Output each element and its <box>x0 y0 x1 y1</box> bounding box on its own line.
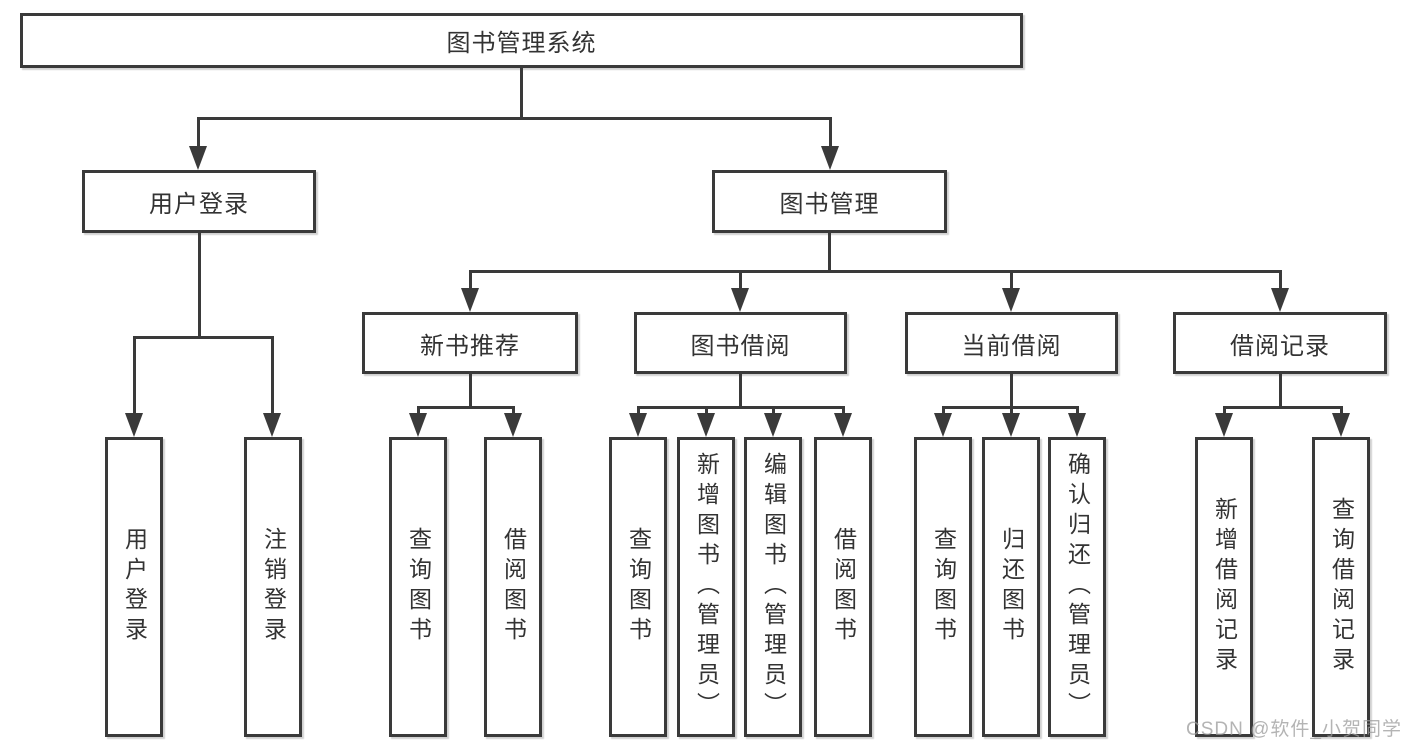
connector-line <box>739 270 742 290</box>
leaf-label: 查询图书 <box>405 527 432 647</box>
leaf-label: 新增图书（管理员） <box>693 452 720 722</box>
leaf-label: 新增借阅记录 <box>1211 497 1238 677</box>
connector-line <box>1223 406 1226 415</box>
leaf-label: 注销登录 <box>260 527 287 647</box>
leaf-label: 查询图书 <box>930 527 957 647</box>
connector-line <box>417 406 515 409</box>
connector-line <box>842 406 845 415</box>
connector-line <box>739 374 742 409</box>
connector-line <box>1010 406 1013 415</box>
arrow-down-icon <box>934 413 952 437</box>
leaf-label: 归还图书 <box>998 527 1025 647</box>
leaf-add-books-admin: 新增图书（管理员） <box>677 437 735 737</box>
leaf-label: 查询借阅记录 <box>1328 497 1355 677</box>
arrow-down-icon <box>764 413 782 437</box>
node-borrowing-records: 借阅记录 <box>1173 312 1387 374</box>
arrow-down-icon <box>834 413 852 437</box>
leaf-query-books-borrowing: 查询图书 <box>609 437 667 737</box>
arrow-down-icon <box>263 413 281 437</box>
connector-line <box>197 117 832 120</box>
connector-line <box>1279 374 1282 409</box>
node-current-borrowing: 当前借阅 <box>905 312 1118 374</box>
arrow-down-icon <box>821 146 839 170</box>
connector-line <box>705 406 708 415</box>
connector-line <box>1076 406 1079 415</box>
connector-line <box>1223 406 1343 409</box>
node-new-book-recommendation: 新书推荐 <box>362 312 578 374</box>
leaf-label: 编辑图书（管理员） <box>760 452 787 722</box>
csdn-watermark: CSDN @软件_小贺同学 <box>1186 719 1402 740</box>
node-book-management: 图书管理 <box>712 170 947 233</box>
leaf-query-borrow-record: 查询借阅记录 <box>1312 437 1370 737</box>
leaf-query-books-recommend: 查询图书 <box>389 437 447 737</box>
connector-line <box>637 406 845 409</box>
leaf-return-books: 归还图书 <box>982 437 1040 737</box>
connector-line <box>469 270 1282 273</box>
connector-line <box>637 406 640 415</box>
leaf-add-borrow-record: 新增借阅记录 <box>1195 437 1253 737</box>
arrow-down-icon <box>409 413 427 437</box>
connector-line <box>1279 270 1282 290</box>
arrow-down-icon <box>125 413 143 437</box>
leaf-label: 查询图书 <box>625 527 652 647</box>
connector-line <box>133 336 136 413</box>
connector-line <box>469 270 472 290</box>
connector-line <box>1010 374 1013 409</box>
leaf-logout: 注销登录 <box>244 437 302 737</box>
node-library-system: 图书管理系统 <box>20 13 1023 68</box>
connector-line <box>1340 406 1343 415</box>
leaf-label: 借阅图书 <box>830 527 857 647</box>
leaf-confirm-return-admin: 确认归还（管理员） <box>1048 437 1106 737</box>
connector-line <box>469 374 472 409</box>
connector-line <box>942 406 945 415</box>
connector-line <box>271 336 274 413</box>
leaf-label: 确认归还（管理员） <box>1064 452 1091 722</box>
connector-line <box>512 406 515 415</box>
arrow-down-icon <box>1002 288 1020 312</box>
leaf-borrow-books-recommend: 借阅图书 <box>484 437 542 737</box>
arrow-down-icon <box>461 288 479 312</box>
connector-line <box>1010 270 1013 290</box>
arrow-down-icon <box>1332 413 1350 437</box>
leaf-query-books-current: 查询图书 <box>914 437 972 737</box>
arrow-down-icon <box>1215 413 1233 437</box>
connector-line <box>829 117 832 148</box>
arrow-down-icon <box>731 288 749 312</box>
arrow-down-icon <box>1271 288 1289 312</box>
arrow-down-icon <box>189 146 207 170</box>
leaf-borrow-books-borrowing: 借阅图书 <box>814 437 872 737</box>
connector-line <box>417 406 420 415</box>
arrow-down-icon <box>504 413 522 437</box>
leaf-label: 用户登录 <box>121 527 148 647</box>
connector-line <box>198 233 201 339</box>
arrow-down-icon <box>1068 413 1086 437</box>
node-user-login: 用户登录 <box>82 170 316 233</box>
arrow-down-icon <box>697 413 715 437</box>
arrow-down-icon <box>1002 413 1020 437</box>
node-book-borrowing: 图书借阅 <box>634 312 847 374</box>
connector-line <box>133 336 274 339</box>
arrow-down-icon <box>629 413 647 437</box>
connector-line <box>828 233 831 273</box>
connector-line <box>772 406 775 415</box>
leaf-edit-books-admin: 编辑图书（管理员） <box>744 437 802 737</box>
connector-line <box>520 68 523 120</box>
connector-line <box>197 117 200 148</box>
leaf-label: 借阅图书 <box>500 527 527 647</box>
leaf-user-login: 用户登录 <box>105 437 163 737</box>
